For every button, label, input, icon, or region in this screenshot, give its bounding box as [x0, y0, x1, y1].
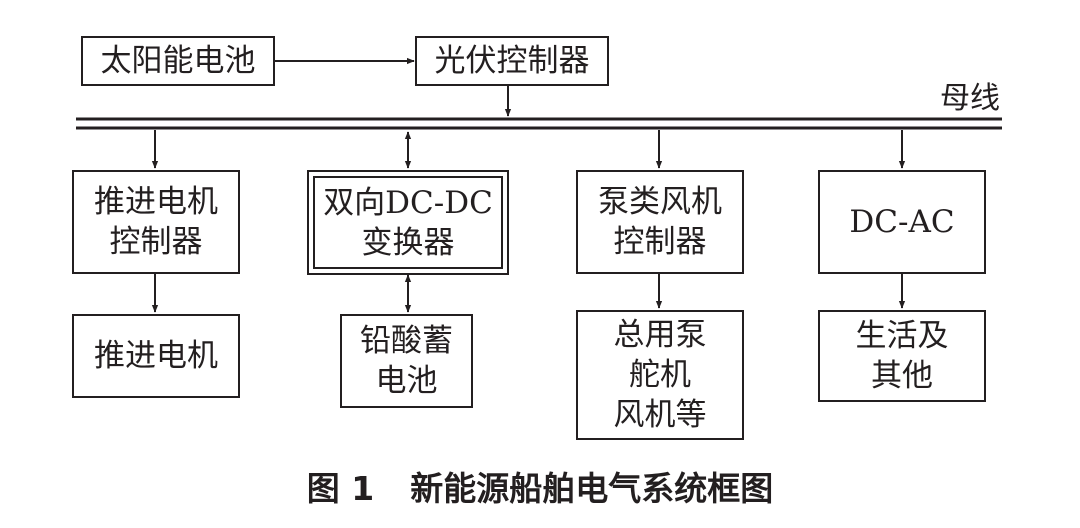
bidirectional-dcdc-box: 双向DC-DC 变换器	[307, 170, 509, 275]
figure-title: 新能源船舶电气系统框图	[410, 469, 774, 508]
domestic-other-box: 生活及 其他	[818, 310, 986, 402]
pump-fan-controller-box: 泵类风机 控制器	[576, 170, 744, 274]
propulsion-motor-box: 推进电机	[72, 314, 240, 398]
bus-label: 母线	[940, 81, 1000, 116]
lead-acid-battery-box: 铅酸蓄 电池	[340, 314, 473, 408]
figure-caption: 图 1 新能源船舶电气系统框图	[0, 462, 1080, 510]
solar-cell-box: 太阳能电池	[81, 36, 275, 86]
pumps-group-box: 总用泵 舵机 风机等	[576, 310, 744, 440]
figure-number: 图 1	[306, 469, 375, 508]
pv-controller-box: 光伏控制器	[415, 36, 609, 86]
propulsion-controller-box: 推进电机 控制器	[72, 170, 240, 274]
dc-ac-box: DC-AC	[818, 170, 986, 274]
